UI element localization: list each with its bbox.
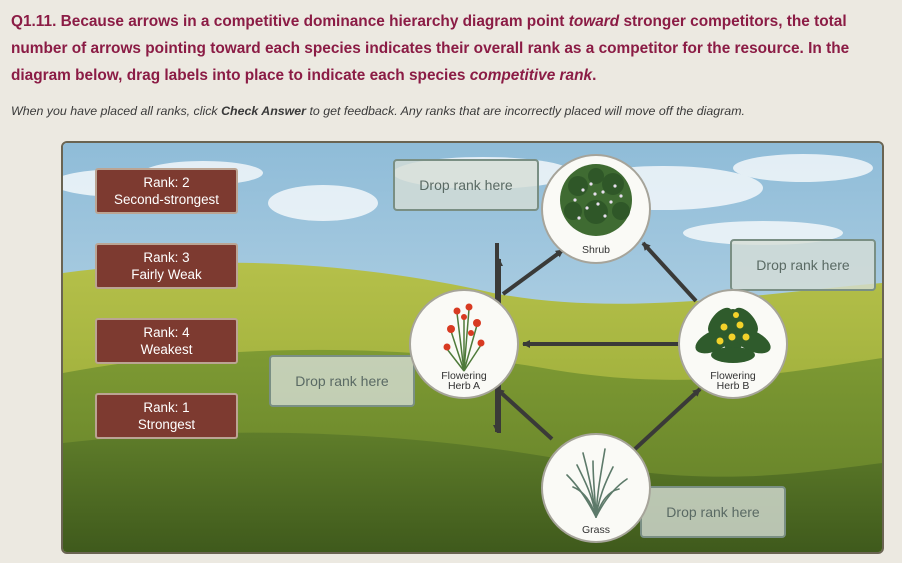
grass-icon [566,448,628,518]
species-name-line1: Flowering [710,370,756,382]
species-shrub: Shrub [541,154,651,264]
arrow-grass-to-herb-a [495,387,554,441]
species-name: Grass [581,524,610,536]
rank-label-4[interactable]: Rank: 4 Weakest [95,318,238,364]
rank-label-title: Rank: 1 [143,400,190,415]
rank-label-1[interactable]: Rank: 1 Strongest [95,393,238,439]
species-name-line2: Herb A [447,380,481,392]
drop-zone-shrub[interactable]: Drop rank here [393,159,539,211]
species-name: Shrub [581,244,611,256]
rank-label-2[interactable]: Rank: 2 Second-strongest [95,168,238,214]
rank-label-desc: Fairly Weak [131,267,202,282]
species-flowering-herb-b: Flowering Herb B [678,289,788,399]
flowering-herb-b-icon [695,307,771,363]
arrow-grass-to-herb-b [633,387,702,451]
rank-label-desc: Strongest [137,417,196,432]
drop-zone-herb-b[interactable]: Drop rank here [730,239,876,291]
species-name: Flowering Herb A [411,370,517,392]
dominance-diagram: Rank: 2 Second-strongest Rank: 3 Fairly … [61,141,884,554]
rank-label-title: Rank: 4 [143,325,190,340]
species-name-line2: Herb B [716,380,750,392]
shrub-icon [560,164,632,236]
species-grass: Grass [541,433,651,543]
species-name-line1: Flowering [441,370,487,382]
hierarchy-arrows [493,241,702,451]
rank-label-title: Rank: 2 [143,175,190,190]
species-name: Flowering Herb B [680,370,786,392]
instructions-text: When you have placed all ranks, click Ch… [11,104,745,118]
rank-label-3[interactable]: Rank: 3 Fairly Weak [95,243,238,289]
arrow-herb-b-to-shrub [641,241,698,303]
landscape-background [63,143,882,552]
question-text: Q1.11. Because arrows in a competitive d… [11,13,850,84]
species-flowering-herb-a: Flowering Herb A [409,289,519,399]
arrow-herb-a-to-shrub [501,248,565,296]
flowering-herb-a-icon [443,303,485,372]
drop-zone-herb-a[interactable]: Drop rank here [269,355,415,407]
rank-label-desc: Second-strongest [114,192,219,207]
rank-label-title: Rank: 3 [143,250,190,265]
rank-label-desc: Weakest [140,342,193,357]
drop-zone-grass[interactable]: Drop rank here [640,486,786,538]
